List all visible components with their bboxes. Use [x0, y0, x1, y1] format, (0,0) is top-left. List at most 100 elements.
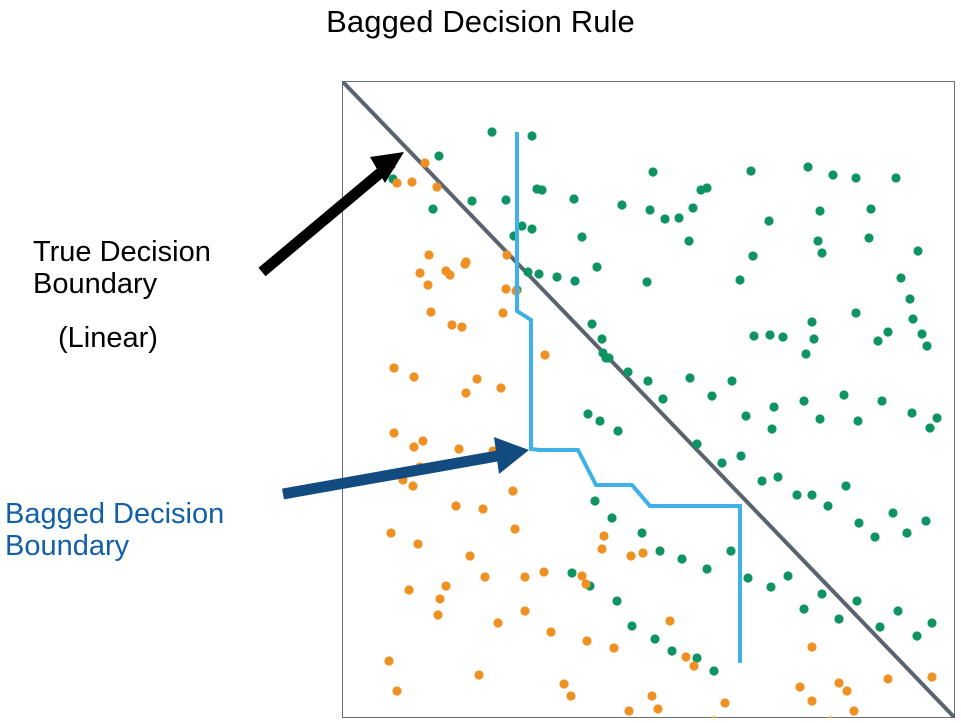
scatter-point [908, 314, 918, 324]
scatter-point [842, 686, 852, 696]
scatter-point [423, 280, 433, 290]
scatter-point [692, 653, 702, 663]
true-boundary-sublabel: (Linear) [58, 322, 158, 354]
scatter-point [424, 250, 434, 260]
scatter-point [927, 618, 937, 628]
scatter-point [746, 166, 756, 176]
scatter-point [803, 162, 813, 172]
scatter-point [645, 205, 655, 215]
scatter-point [888, 508, 898, 518]
scatter-point [642, 277, 652, 287]
scatter-point [834, 678, 844, 688]
scatter-point [624, 706, 634, 716]
scatter-points-class-green [388, 127, 942, 676]
scatter-point [932, 413, 942, 423]
scatter-point [540, 350, 550, 360]
scatter-point [566, 691, 576, 701]
scatter-point [726, 546, 736, 556]
scatter-point [922, 341, 932, 351]
scatter-point [590, 496, 600, 506]
scatter-point [407, 177, 417, 187]
scatter-point [552, 272, 562, 282]
scatter-point [617, 200, 627, 210]
scatter-point [650, 634, 660, 644]
scatter-point [817, 248, 827, 258]
scatter-point [841, 481, 851, 491]
scatter-point [765, 330, 775, 340]
scatter-point [384, 656, 394, 666]
scatter-point [681, 652, 691, 662]
scatter-point [413, 539, 423, 549]
scatter-point [766, 582, 776, 592]
scatter-point [674, 213, 684, 223]
scatter-point [607, 513, 617, 523]
scatter-point [854, 518, 864, 528]
scatter-point [720, 698, 730, 708]
scatter-point [877, 396, 887, 406]
scatter-point [501, 284, 511, 294]
scatter-point [799, 604, 809, 614]
scatter-point [688, 203, 698, 213]
scatter-point [864, 233, 874, 243]
scatter-point [807, 317, 817, 327]
scatter-point [658, 394, 668, 404]
scatter-point [420, 158, 430, 168]
scatter-point [905, 294, 915, 304]
scatter-plot-svg [342, 81, 955, 718]
scatter-point [510, 524, 520, 534]
scatter-point [748, 251, 758, 261]
scatter-point [685, 373, 695, 383]
scatter-point [581, 579, 591, 589]
scatter-point [613, 426, 623, 436]
scatter-point [467, 196, 477, 206]
scatter-point [623, 367, 633, 377]
scatter-point [870, 532, 880, 542]
scatter-point [627, 621, 637, 631]
scatter-point [702, 183, 712, 193]
scatter-point [398, 475, 408, 485]
scatter-point [692, 439, 702, 449]
scatter-point [498, 308, 508, 318]
scatter-point [893, 606, 903, 616]
scatter-point [815, 206, 825, 216]
scatter-point [852, 596, 862, 606]
scatter-point [508, 486, 518, 496]
scatter-point [757, 476, 767, 486]
scatter-point [451, 501, 461, 511]
scatter-point [487, 127, 497, 137]
scatter-point [426, 307, 436, 317]
scatter-point [707, 391, 717, 401]
scatter-point [567, 568, 577, 578]
scatter-point [637, 528, 647, 538]
scatter-point [465, 551, 475, 561]
scatter-point [925, 423, 935, 433]
scatter-point [665, 616, 675, 626]
scatter-point [597, 544, 607, 554]
scatter-point [409, 372, 419, 382]
scatter-point [689, 661, 699, 671]
scatter-point [873, 336, 883, 346]
scatter-point [792, 490, 802, 500]
scatter-point [709, 666, 719, 676]
scatter-point [769, 402, 779, 412]
scatter-point [534, 269, 544, 279]
scatter-point [823, 501, 833, 511]
scatter-point [677, 554, 687, 564]
scatter-point [501, 195, 511, 205]
scatter-point [667, 646, 677, 656]
scatter-point [502, 250, 512, 260]
scatter-point [577, 571, 587, 581]
scatter-point [815, 414, 825, 424]
scatter-point [527, 224, 537, 234]
scatter-points-class-orange [384, 158, 937, 718]
scatter-point [799, 396, 809, 406]
bagged-boundary-label: Bagged Decision Boundary [5, 498, 225, 563]
scatter-point [520, 606, 530, 616]
scatter-point [472, 374, 482, 384]
scatter-point [764, 216, 774, 226]
scatter-point [392, 178, 402, 188]
scatter-point [783, 571, 793, 581]
scatter-point [539, 567, 549, 577]
scatter-point [389, 363, 399, 373]
